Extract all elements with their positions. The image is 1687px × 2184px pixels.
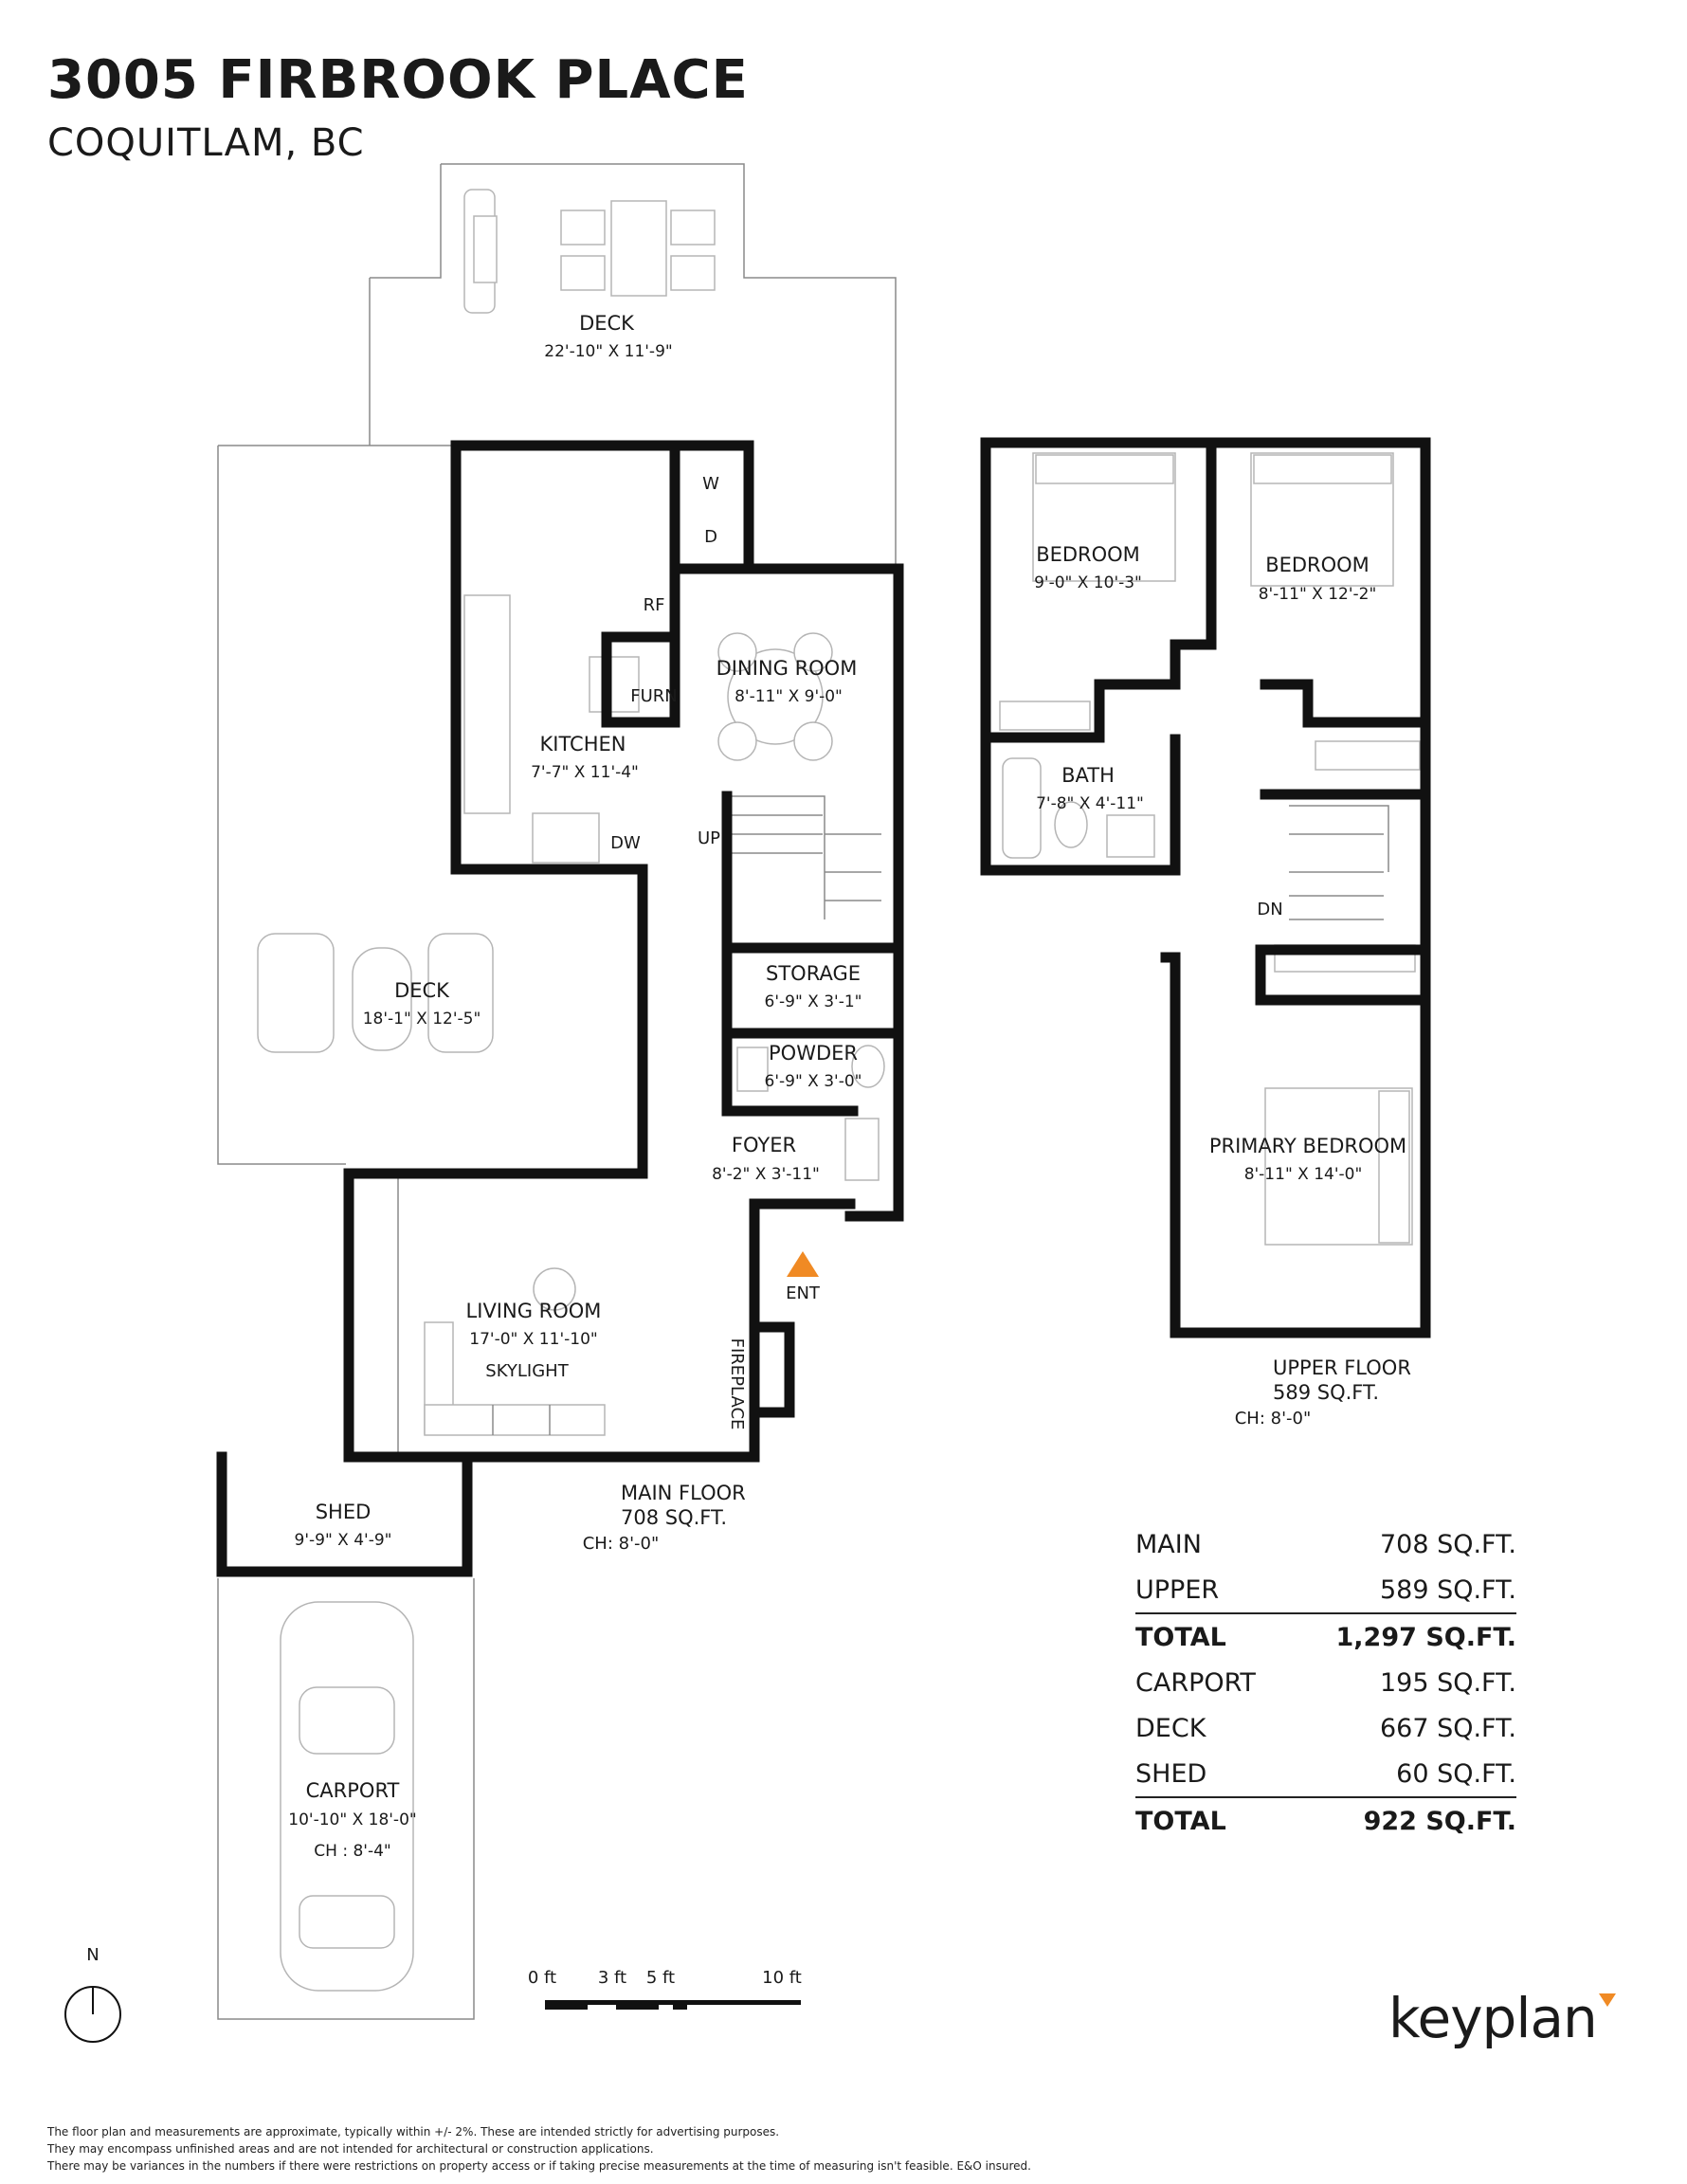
dryer-label: D: [704, 527, 717, 547]
summary-label: SHED: [1135, 1758, 1207, 1789]
compass-north-label: N: [86, 1945, 99, 1965]
summary-row: MAIN 708 SQ.FT.: [1135, 1521, 1516, 1567]
room-dimensions: 8'-11" X 9'-0": [735, 687, 843, 706]
summary-value: 195 SQ.FT.: [1379, 1667, 1516, 1698]
outdoor-outlines: [217, 163, 897, 2020]
main-stairs: [725, 795, 881, 919]
room-name: BEDROOM: [1265, 554, 1370, 576]
keyplan-logo: keyplan: [1388, 1986, 1616, 2050]
fridge-label: RF: [644, 595, 665, 615]
summary-value: 1,297 SQ.FT.: [1335, 1622, 1516, 1652]
room-dimensions: 10'-10" X 18'-0": [288, 1811, 416, 1829]
room-dimensions: 22'-10" X 11'-9": [544, 342, 672, 361]
logo-text: keyplan: [1388, 1986, 1598, 2050]
summary-label: UPPER: [1135, 1574, 1220, 1605]
property-city: COQUITLAM, BC: [47, 121, 365, 165]
upper-floor-walls: [980, 437, 1431, 1338]
room-dimensions: 6'-9" X 3'-1": [765, 992, 862, 1011]
room-dimensions: 8'-11" X 12'-2": [1259, 585, 1377, 604]
summary-total-row: TOTAL 1,297 SQ.FT.: [1135, 1612, 1516, 1660]
room-name: CARPORT: [306, 1779, 400, 1802]
room-name: DINING ROOM: [717, 657, 858, 680]
main-floor-name: MAIN FLOOR: [621, 1482, 746, 1504]
scale-tick: 3 ft: [598, 1968, 626, 1988]
summary-value: 589 SQ.FT.: [1379, 1574, 1516, 1605]
room-name: SHED: [316, 1501, 372, 1523]
room-dimensions: 18'-1" X 12'-5": [363, 1010, 481, 1028]
fox-icon: [1598, 1993, 1616, 2007]
disclaimer-line: The floor plan and measurements are appr…: [47, 2125, 780, 2138]
upper-floor-ch: CH: 8'-0": [1235, 1409, 1312, 1429]
room-dimensions: 8'-11" X 14'-0": [1244, 1165, 1363, 1184]
summary-row: CARPORT 195 SQ.FT.: [1135, 1660, 1516, 1705]
room-dimensions: 8'-2" X 3'-11": [712, 1165, 820, 1184]
room-name: PRIMARY BEDROOM: [1209, 1135, 1406, 1157]
disclaimer-line: There may be variances in the numbers if…: [47, 2159, 1031, 2173]
summary-label: CARPORT: [1135, 1667, 1256, 1698]
room-name: POWDER: [769, 1042, 858, 1065]
summary-value: 922 SQ.FT.: [1363, 1806, 1516, 1836]
disclaimer: The floor plan and measurements are appr…: [47, 2123, 1031, 2175]
washer-label: W: [702, 474, 719, 494]
upper-floor-area: 589 SQ.FT.: [1273, 1381, 1379, 1404]
skylight-note: SKYLIGHT: [485, 1361, 569, 1381]
dishwasher-label: DW: [610, 833, 641, 853]
room-dimensions: 9'-9" X 4'-9": [295, 1531, 392, 1550]
stairs-up-label: UP: [698, 828, 720, 848]
summary-label: TOTAL: [1135, 1622, 1226, 1652]
upper-floor-name: UPPER FLOOR: [1273, 1356, 1411, 1379]
property-address: 3005 FIRBROOK PLACE: [47, 49, 749, 111]
room-name: KITCHEN: [540, 733, 626, 755]
main-floor-area: 708 SQ.FT.: [621, 1506, 727, 1529]
entrance-marker-icon: [787, 1251, 819, 1277]
summary-label: TOTAL: [1135, 1806, 1226, 1836]
summary-row: SHED 60 SQ.FT.: [1135, 1751, 1516, 1796]
summary-label: DECK: [1135, 1713, 1206, 1743]
summary-label: MAIN: [1135, 1529, 1202, 1559]
summary-value: 708 SQ.FT.: [1379, 1529, 1516, 1559]
room-name: DECK: [394, 979, 450, 1002]
room-dimensions: 9'-0" X 10'-3": [1034, 573, 1142, 592]
room-name: BEDROOM: [1036, 543, 1140, 566]
room-name: DECK: [579, 312, 635, 335]
scale-bar: [545, 2000, 801, 2010]
upper-stairs: [1289, 805, 1389, 920]
summary-value: 667 SQ.FT.: [1379, 1713, 1516, 1743]
furnace-label: FURN: [630, 686, 678, 706]
summary-row: UPPER 589 SQ.FT.: [1135, 1567, 1516, 1612]
summary-row: DECK 667 SQ.FT.: [1135, 1705, 1516, 1751]
main-floor-walls: [216, 440, 904, 1577]
ceiling-height: CH : 8'-4": [314, 1842, 390, 1861]
summary-value: 60 SQ.FT.: [1396, 1758, 1516, 1789]
room-dimensions: 7'-7" X 11'-4": [531, 763, 639, 782]
compass-icon: [64, 1986, 121, 2043]
room-dimensions: 6'-9" X 3'-0": [765, 1072, 862, 1091]
room-name: BATH: [1061, 764, 1115, 787]
fireplace-label: FIREPLACE: [727, 1338, 747, 1430]
scale-tick: 0 ft: [528, 1968, 556, 1988]
room-dimensions: 17'-0" X 11'-10": [469, 1330, 597, 1349]
stairs-down-label: DN: [1257, 900, 1282, 919]
furniture: [257, 189, 1421, 1992]
area-summary-table: MAIN 708 SQ.FT. UPPER 589 SQ.FT. TOTAL 1…: [1135, 1521, 1516, 1844]
summary-total-row: TOTAL 922 SQ.FT.: [1135, 1796, 1516, 1844]
room-name: FOYER: [732, 1134, 796, 1156]
room-dimensions: 7'-8" X 4'-11": [1036, 794, 1144, 813]
entrance-label: ENT: [786, 1283, 821, 1303]
room-name: LIVING ROOM: [466, 1300, 602, 1322]
room-name: STORAGE: [766, 962, 861, 985]
scale-tick: 10 ft: [762, 1968, 802, 1988]
main-floor-ch: CH: 8'-0": [583, 1534, 660, 1554]
disclaimer-line: They may encompass unfinished areas and …: [47, 2142, 654, 2156]
scale-tick: 5 ft: [646, 1968, 675, 1988]
